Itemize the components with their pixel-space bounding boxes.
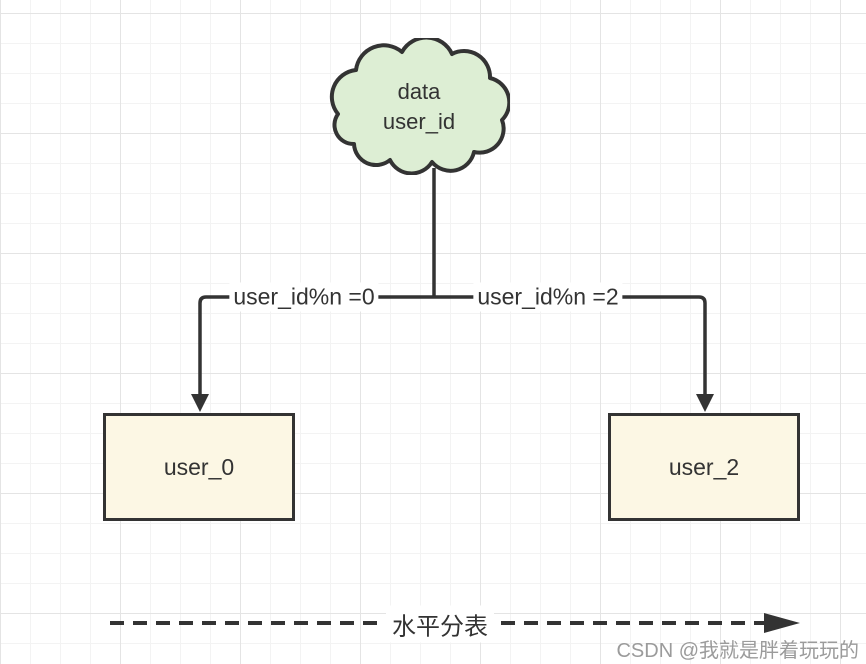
split-arrow-label: 水平分表 <box>386 605 494 643</box>
table-node-user2-label: user_2 <box>668 453 740 480</box>
split-arrowhead-icon <box>764 613 800 633</box>
table-node-user0: user_0 <box>103 413 295 521</box>
right-branch-connector-line <box>434 295 707 396</box>
left-arrowhead-icon <box>191 394 209 412</box>
table-node-user2: user_2 <box>608 413 800 521</box>
watermark-text: CSDN @我就是胖着玩玩的 <box>616 640 859 662</box>
cloud-node-shape <box>329 38 510 175</box>
cloud-icon <box>329 38 510 175</box>
cloud-node-label: data user_id <box>328 38 510 175</box>
left-branch-connector-line <box>198 295 434 396</box>
right-arrowhead-icon <box>696 394 714 412</box>
cloud-label-line1: data <box>397 78 441 104</box>
cloud-label-line2: user_id <box>382 108 456 134</box>
table-node-user0-label: user_0 <box>163 453 235 480</box>
edge-label-mod0: user_id%n =0 <box>229 282 379 312</box>
edge-label-mod2: user_id%n =2 <box>473 282 623 312</box>
